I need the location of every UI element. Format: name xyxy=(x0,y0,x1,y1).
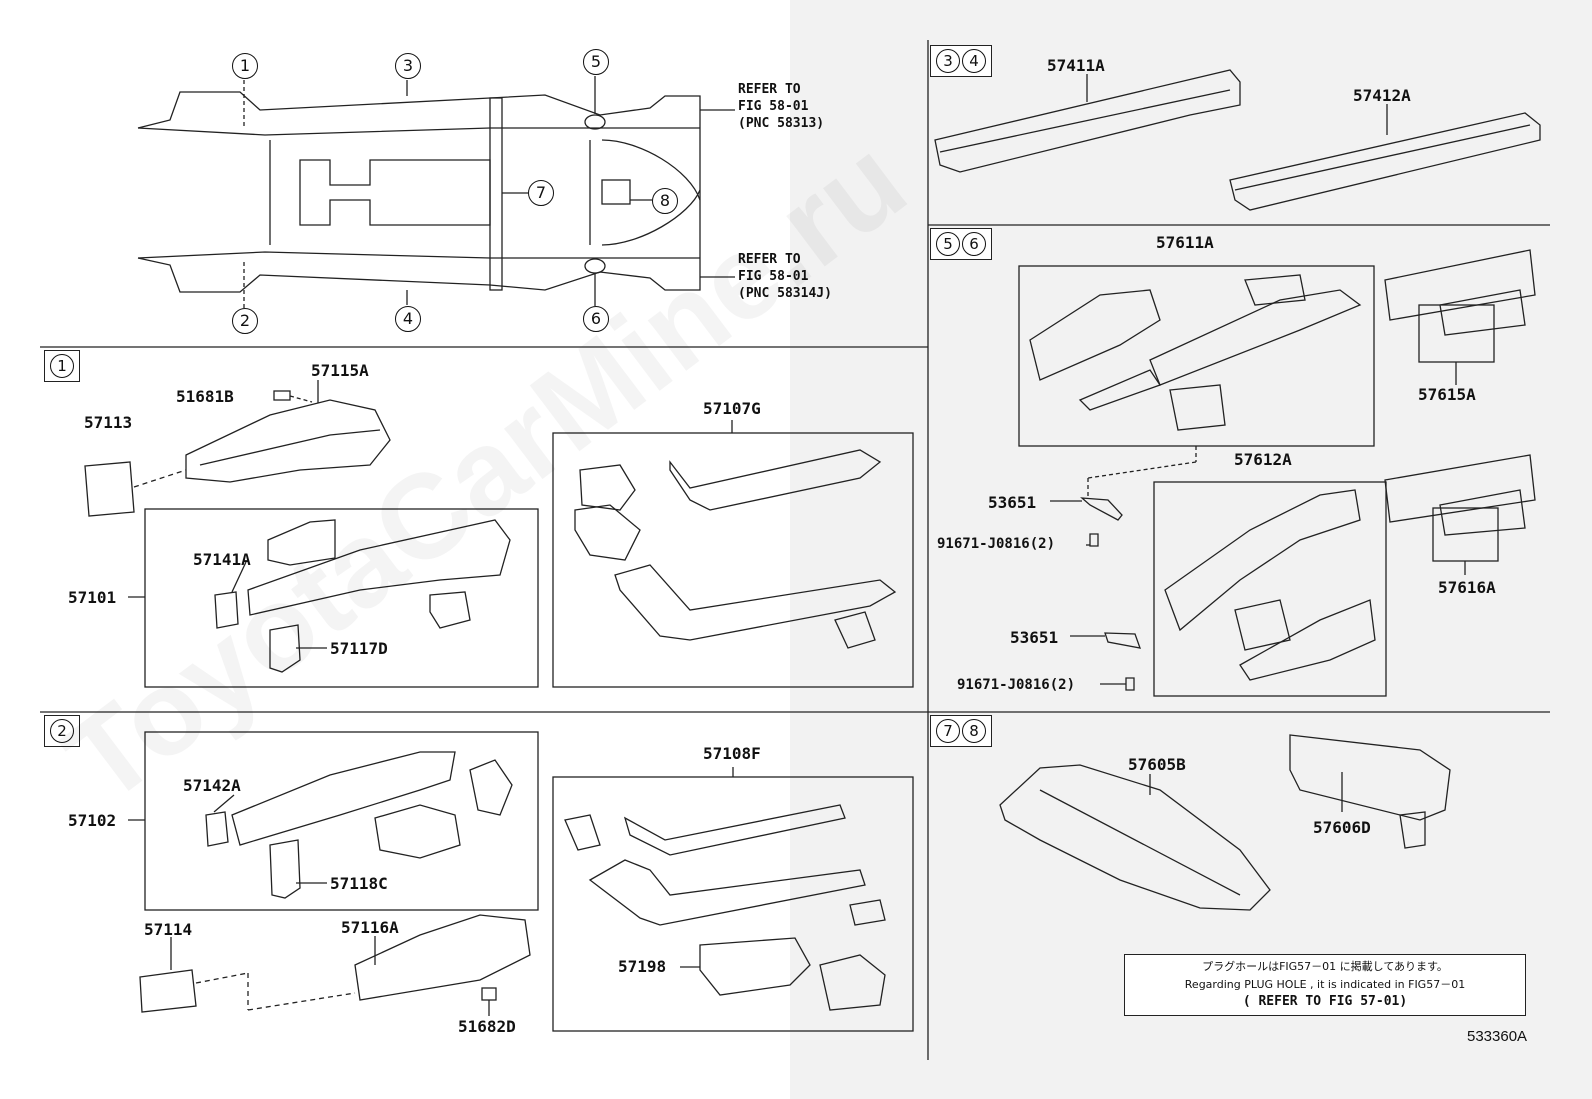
part-label-57616A[interactable]: 57616A xyxy=(1438,578,1496,597)
callout-8: 8 xyxy=(652,188,678,214)
section-number: 2 xyxy=(50,719,74,743)
right-shaded-panel xyxy=(790,0,1592,1099)
section2-drawings xyxy=(128,731,914,1032)
part-label-57118C[interactable]: 57118C xyxy=(330,874,388,893)
part-label-57114[interactable]: 57114 xyxy=(144,920,193,939)
callout-6: 6 xyxy=(583,306,609,332)
section34-drawings xyxy=(934,69,1541,211)
part-label-57606D[interactable]: 57606D xyxy=(1313,818,1371,837)
part-label-53651-upper[interactable]: 53651 xyxy=(988,493,1037,512)
part-label-91671-upper[interactable]: 91671-J0816(2) xyxy=(937,536,1056,552)
callout-3: 3 xyxy=(395,53,421,79)
section-tag-2: 2 xyxy=(44,715,80,747)
part-label-53651-lower[interactable]: 53651 xyxy=(1010,628,1059,647)
part-label-57113[interactable]: 57113 xyxy=(84,413,133,432)
section-number: 6 xyxy=(962,232,986,256)
part-label-51681B[interactable]: 51681B xyxy=(176,387,234,406)
section56-drawings xyxy=(1018,249,1536,697)
section-tag-5-6: 5 6 xyxy=(930,228,992,260)
callout-4: 4 xyxy=(395,306,421,332)
section-tag-1: 1 xyxy=(44,350,80,382)
part-label-57116A[interactable]: 57116A xyxy=(341,918,399,937)
part-label-57102[interactable]: 57102 xyxy=(68,811,117,830)
underbody-overview xyxy=(137,76,735,308)
section78-drawings xyxy=(999,734,1451,911)
assembly-box-57612A xyxy=(1153,481,1387,697)
section-number: 8 xyxy=(962,719,986,743)
section-number: 3 xyxy=(936,49,960,73)
note-english: Regarding PLUG HOLE , it is indicated in… xyxy=(1184,978,1466,991)
part-label-57198[interactable]: 57198 xyxy=(618,957,667,976)
part-label-57612A[interactable]: 57612A xyxy=(1234,450,1292,469)
section-number: 5 xyxy=(936,232,960,256)
note-japanese: プラグホールはFIG57－01 に掲載してあります。 xyxy=(1202,960,1448,973)
part-label-57115A[interactable]: 57115A xyxy=(311,361,369,380)
section-number: 1 xyxy=(50,354,74,378)
part-label-57412A[interactable]: 57412A xyxy=(1353,86,1411,105)
assembly-box-57101 xyxy=(144,508,539,688)
assembly-box-57102 xyxy=(144,731,539,911)
callout-1: 1 xyxy=(232,53,258,79)
part-label-57108F[interactable]: 57108F xyxy=(703,744,761,763)
assembly-box-57107G xyxy=(552,432,914,688)
part-label-57411A[interactable]: 57411A xyxy=(1047,56,1105,75)
part-label-57141A[interactable]: 57141A xyxy=(193,550,251,569)
callout-7: 7 xyxy=(528,180,554,206)
part-label-57615A[interactable]: 57615A xyxy=(1418,385,1476,404)
part-label-57101[interactable]: 57101 xyxy=(68,588,117,607)
diagram-code: 533360A xyxy=(1467,1028,1528,1045)
note-refer-link[interactable]: ( REFER TO FIG 57-01) xyxy=(1242,994,1408,1009)
section-number: 7 xyxy=(936,719,960,743)
part-label-57142A[interactable]: 57142A xyxy=(183,776,241,795)
refer-note-lower: REFER TO FIG 58-01 (PNC 58314J) xyxy=(738,252,832,301)
section-tag-3-4: 3 4 xyxy=(930,45,992,77)
refer-note-upper: REFER TO FIG 58-01 (PNC 58313) xyxy=(738,82,825,131)
callout-2: 2 xyxy=(232,308,258,334)
part-label-51682D[interactable]: 51682D xyxy=(458,1017,516,1036)
section-tag-7-8: 7 8 xyxy=(930,715,992,747)
part-label-57117D[interactable]: 57117D xyxy=(330,639,388,658)
section1-drawings xyxy=(84,380,914,688)
plug-hole-note: プラグホールはFIG57－01 に掲載してあります。 Regarding PLU… xyxy=(1124,954,1526,1016)
section-number: 4 xyxy=(962,49,986,73)
part-label-57107G[interactable]: 57107G xyxy=(703,399,761,418)
part-label-57611A[interactable]: 57611A xyxy=(1156,233,1214,252)
part-label-57605B[interactable]: 57605B xyxy=(1128,755,1186,774)
part-label-91671-lower[interactable]: 91671-J0816(2) xyxy=(957,677,1076,693)
callout-5: 5 xyxy=(583,49,609,75)
